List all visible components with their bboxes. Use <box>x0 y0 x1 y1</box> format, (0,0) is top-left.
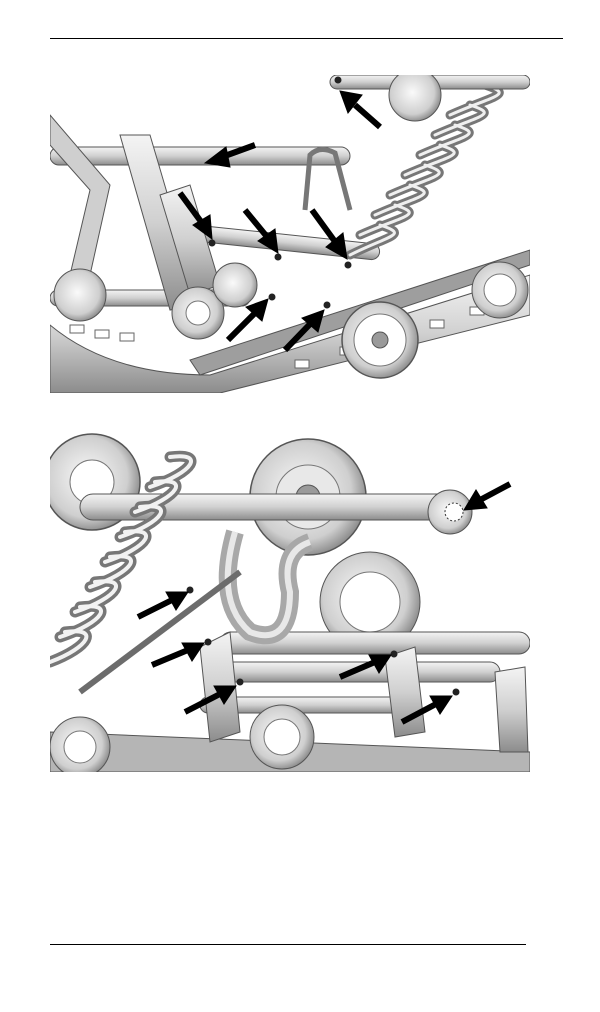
callout-arrow <box>463 481 512 511</box>
callout-arrow <box>282 309 325 353</box>
callout-arrow <box>338 654 392 680</box>
footer-rule <box>50 944 526 945</box>
callout-arrow <box>136 591 189 620</box>
callout-arrow <box>183 685 237 715</box>
callout-arrow <box>177 191 213 241</box>
callout-arrow <box>203 142 257 168</box>
suspension-illustration-upper <box>50 75 530 393</box>
callout-arrow <box>150 642 205 668</box>
suspension-illustration-lower <box>50 432 530 772</box>
header-rule <box>50 38 563 39</box>
callout-arrow <box>309 208 348 260</box>
callout-arrow <box>242 208 279 254</box>
callout-arrow <box>339 90 382 130</box>
callout-arrow <box>400 695 453 725</box>
callout-arrow <box>225 298 269 343</box>
